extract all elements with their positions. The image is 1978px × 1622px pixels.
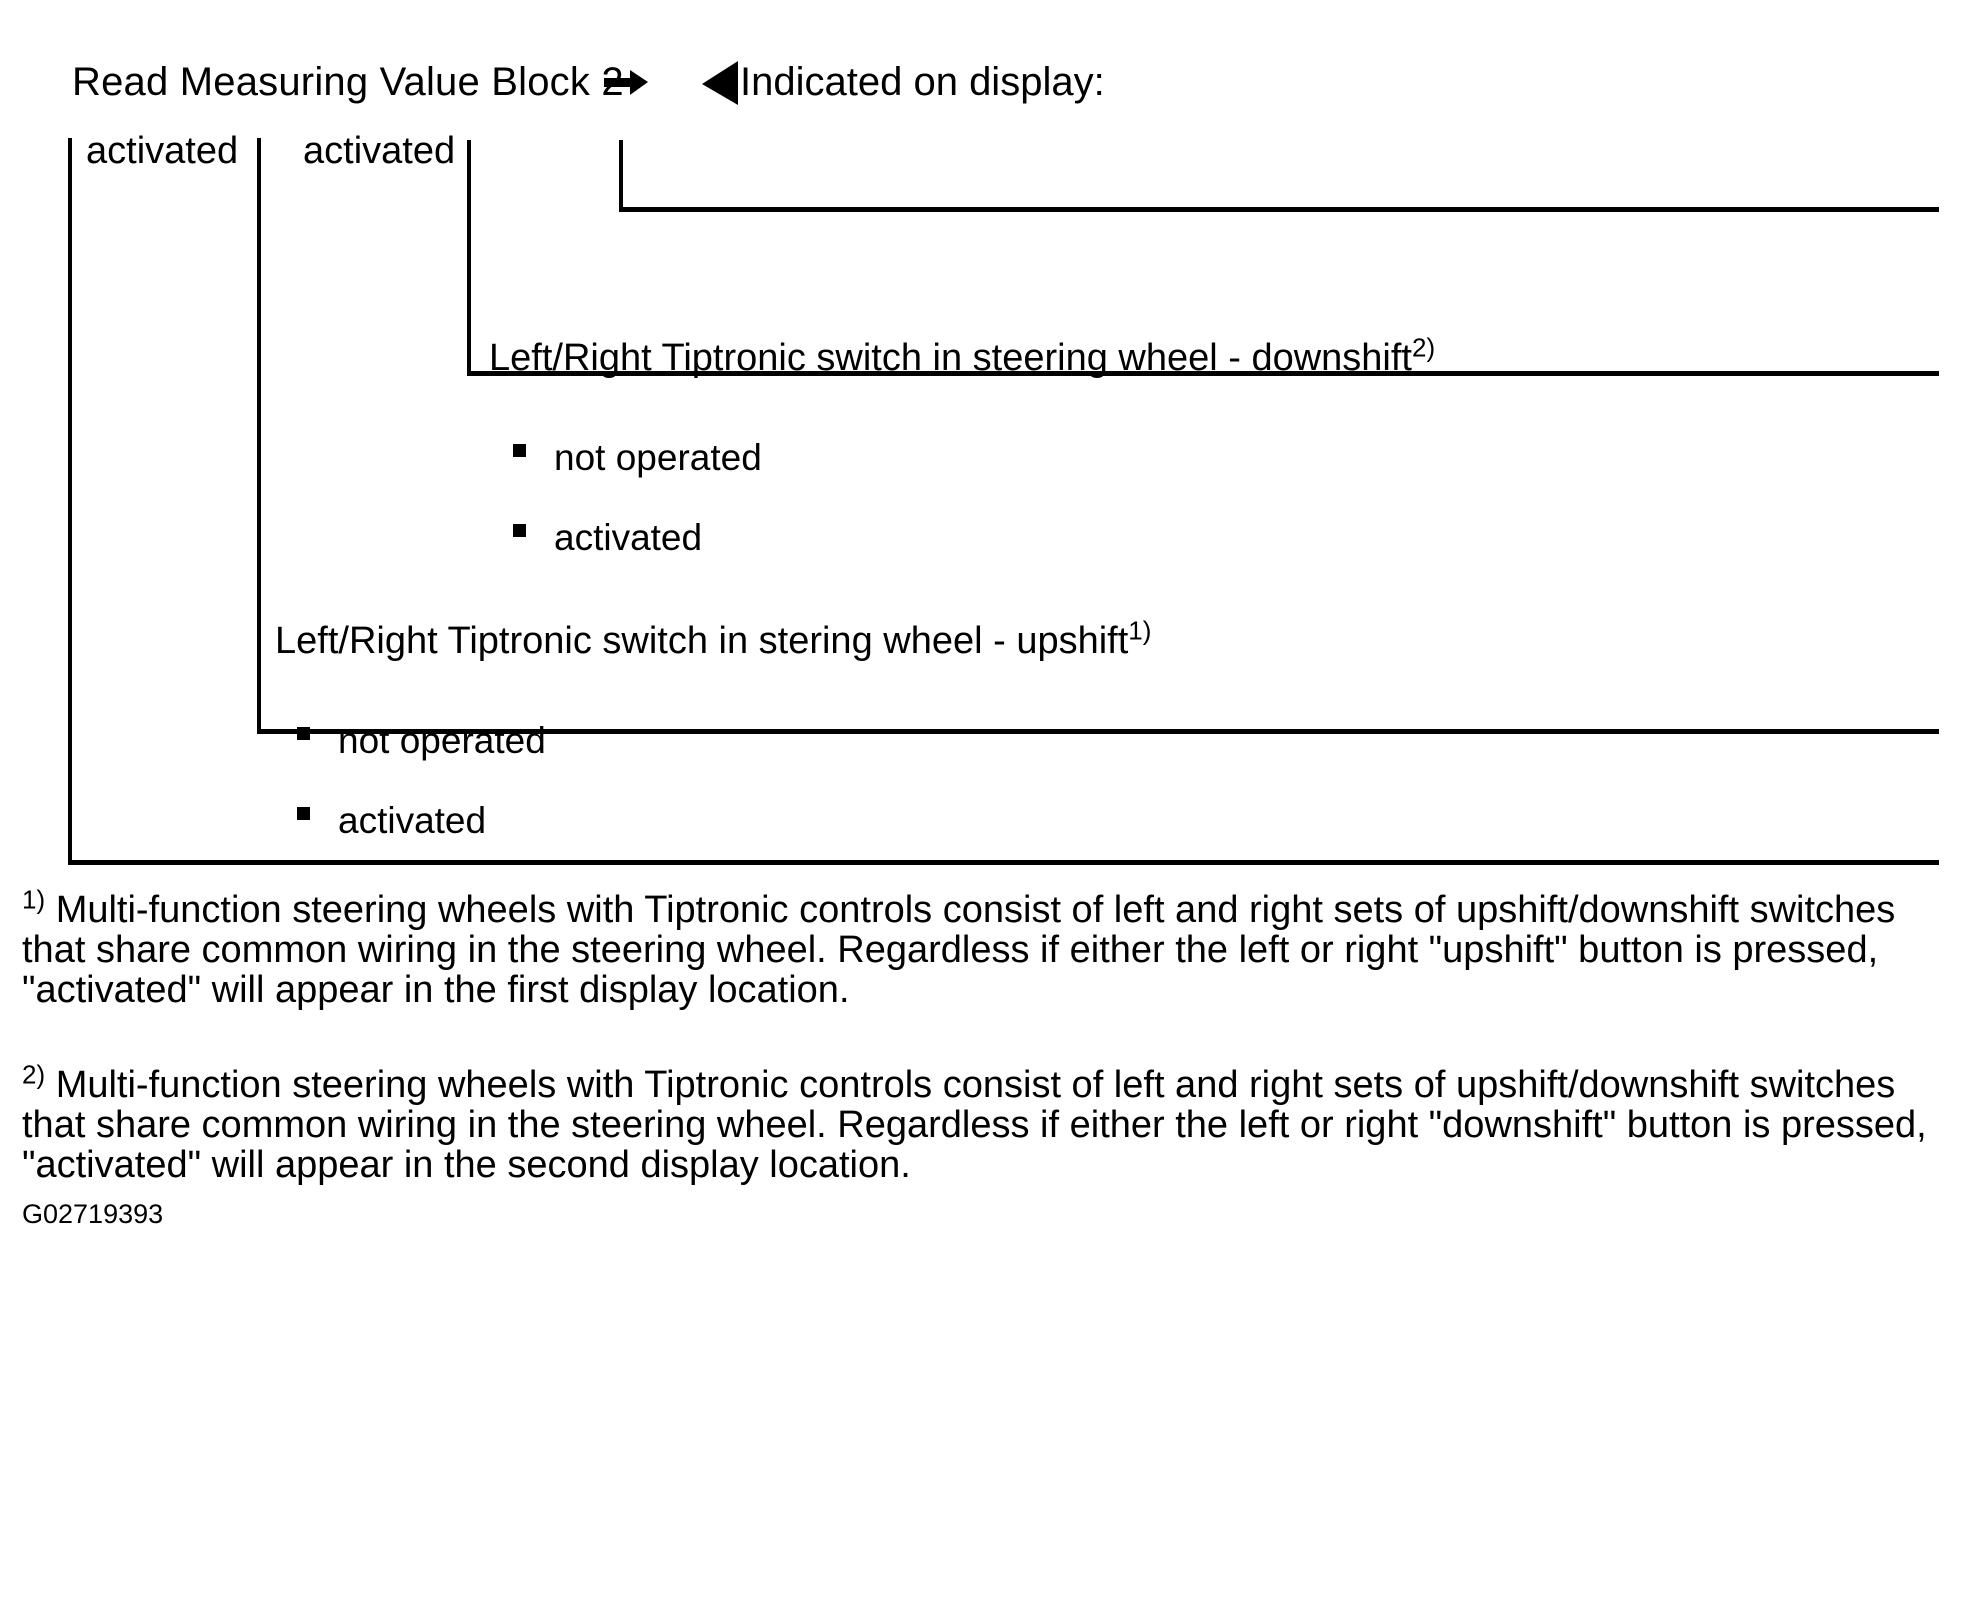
document-id: G02719393: [22, 1199, 164, 1229]
footnote-2: 2) Multi-function steering wheels with T…: [22, 1061, 1957, 1186]
bullet-icon: [297, 807, 310, 820]
footnote-1-text: Multi-function steering wheels with Tipt…: [22, 889, 1896, 1011]
bracket-line-column-2: [257, 138, 261, 732]
divider-display-row: [619, 207, 1939, 212]
bullet-icon: [297, 727, 310, 740]
bullet-icon: [513, 524, 526, 537]
footnote-2-text: Multi-function steering wheels with Tipt…: [22, 1064, 1927, 1186]
section-heading-downshift-text: Left/Right Tiptronic switch in steering …: [489, 337, 1412, 379]
footnote-ref-downshift: 2): [1411, 332, 1436, 363]
footnote-1-marker: 1): [22, 884, 46, 915]
bracket-line-column-3: [467, 140, 471, 375]
divider-upshift-row: [257, 729, 1939, 734]
list-item: not operated: [297, 720, 546, 762]
section-heading-downshift: Left/Right Tiptronic switch in steering …: [489, 334, 1435, 380]
arrow-right-icon: [604, 62, 652, 102]
footnote-1: 1) Multi-function steering wheels with T…: [22, 886, 1957, 1011]
page-title: Read Measuring Value Block 2: [72, 60, 624, 104]
column-header-activated-1: activated: [86, 130, 239, 172]
footnote-ref-upshift: 1): [1128, 615, 1152, 646]
divider-bottom: [68, 860, 1939, 865]
option-label: activated: [338, 800, 487, 841]
section-heading-upshift-text: Left/Right Tiptronic switch in stering w…: [275, 620, 1129, 662]
section-heading-upshift: Left/Right Tiptronic switch in stering w…: [275, 617, 1151, 663]
list-item: activated: [513, 517, 702, 559]
left-triangle-icon: [700, 60, 742, 106]
list-item: not operated: [513, 437, 762, 479]
bracket-line-column-4: [619, 140, 623, 210]
bullet-icon: [513, 444, 526, 457]
footnote-2-marker: 2): [22, 1059, 46, 1090]
column-header-activated-2: activated: [303, 130, 456, 172]
bracket-line-column-1: [68, 138, 72, 863]
indicated-on-display-label: Indicated on display:: [740, 60, 1105, 104]
divider-downshift-row: [467, 371, 1939, 376]
option-label: activated: [554, 517, 703, 558]
list-item: activated: [297, 800, 486, 842]
option-label: not operated: [338, 720, 546, 761]
option-label: not operated: [554, 437, 762, 478]
